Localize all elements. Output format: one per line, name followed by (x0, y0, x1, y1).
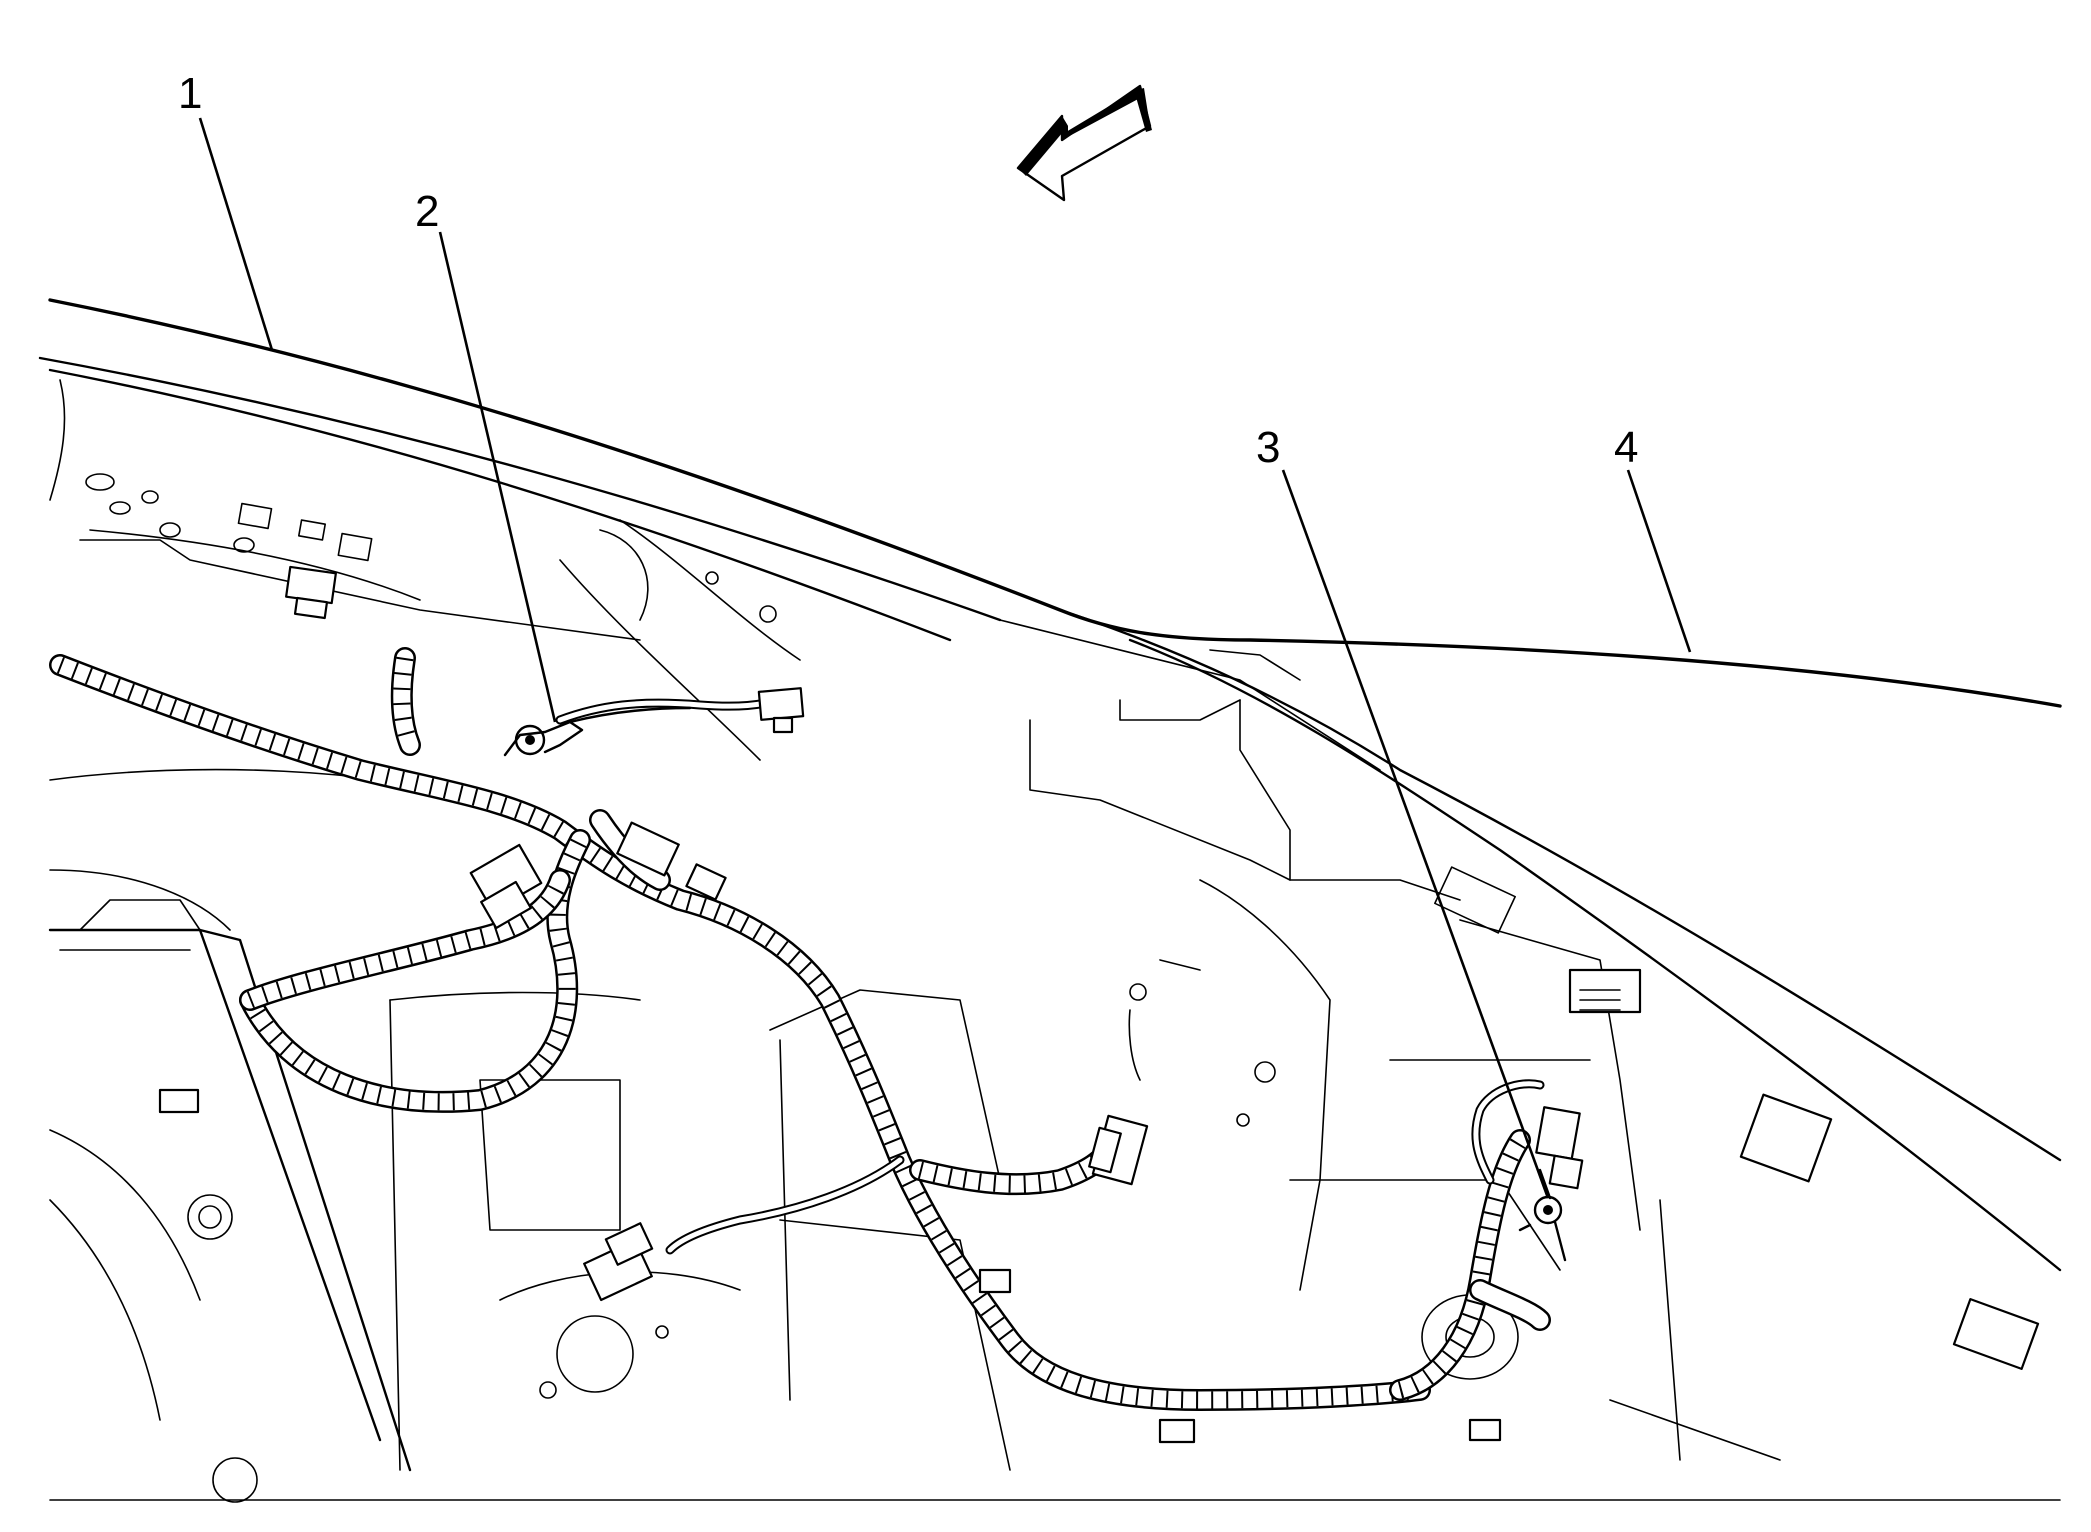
leader-lines (198, 117, 1692, 1199)
ground-terminal-2 (503, 706, 692, 757)
body-outline (38, 298, 2062, 1272)
callout-1: 1 (178, 69, 202, 118)
cowl-panel (49, 379, 801, 761)
callout-3: 3 (1256, 423, 1280, 472)
small-wires (555, 695, 1545, 1255)
connectors (285, 565, 1584, 1444)
left-structure (48, 768, 481, 1503)
center-structure (389, 989, 1011, 1471)
front-direction-arrow-icon (1016, 84, 1152, 202)
callout-2: 2 (415, 187, 439, 236)
right-inner-panel (1029, 699, 2040, 1461)
wiring-harness (49, 647, 1551, 1411)
callout-4: 4 (1614, 423, 1638, 472)
